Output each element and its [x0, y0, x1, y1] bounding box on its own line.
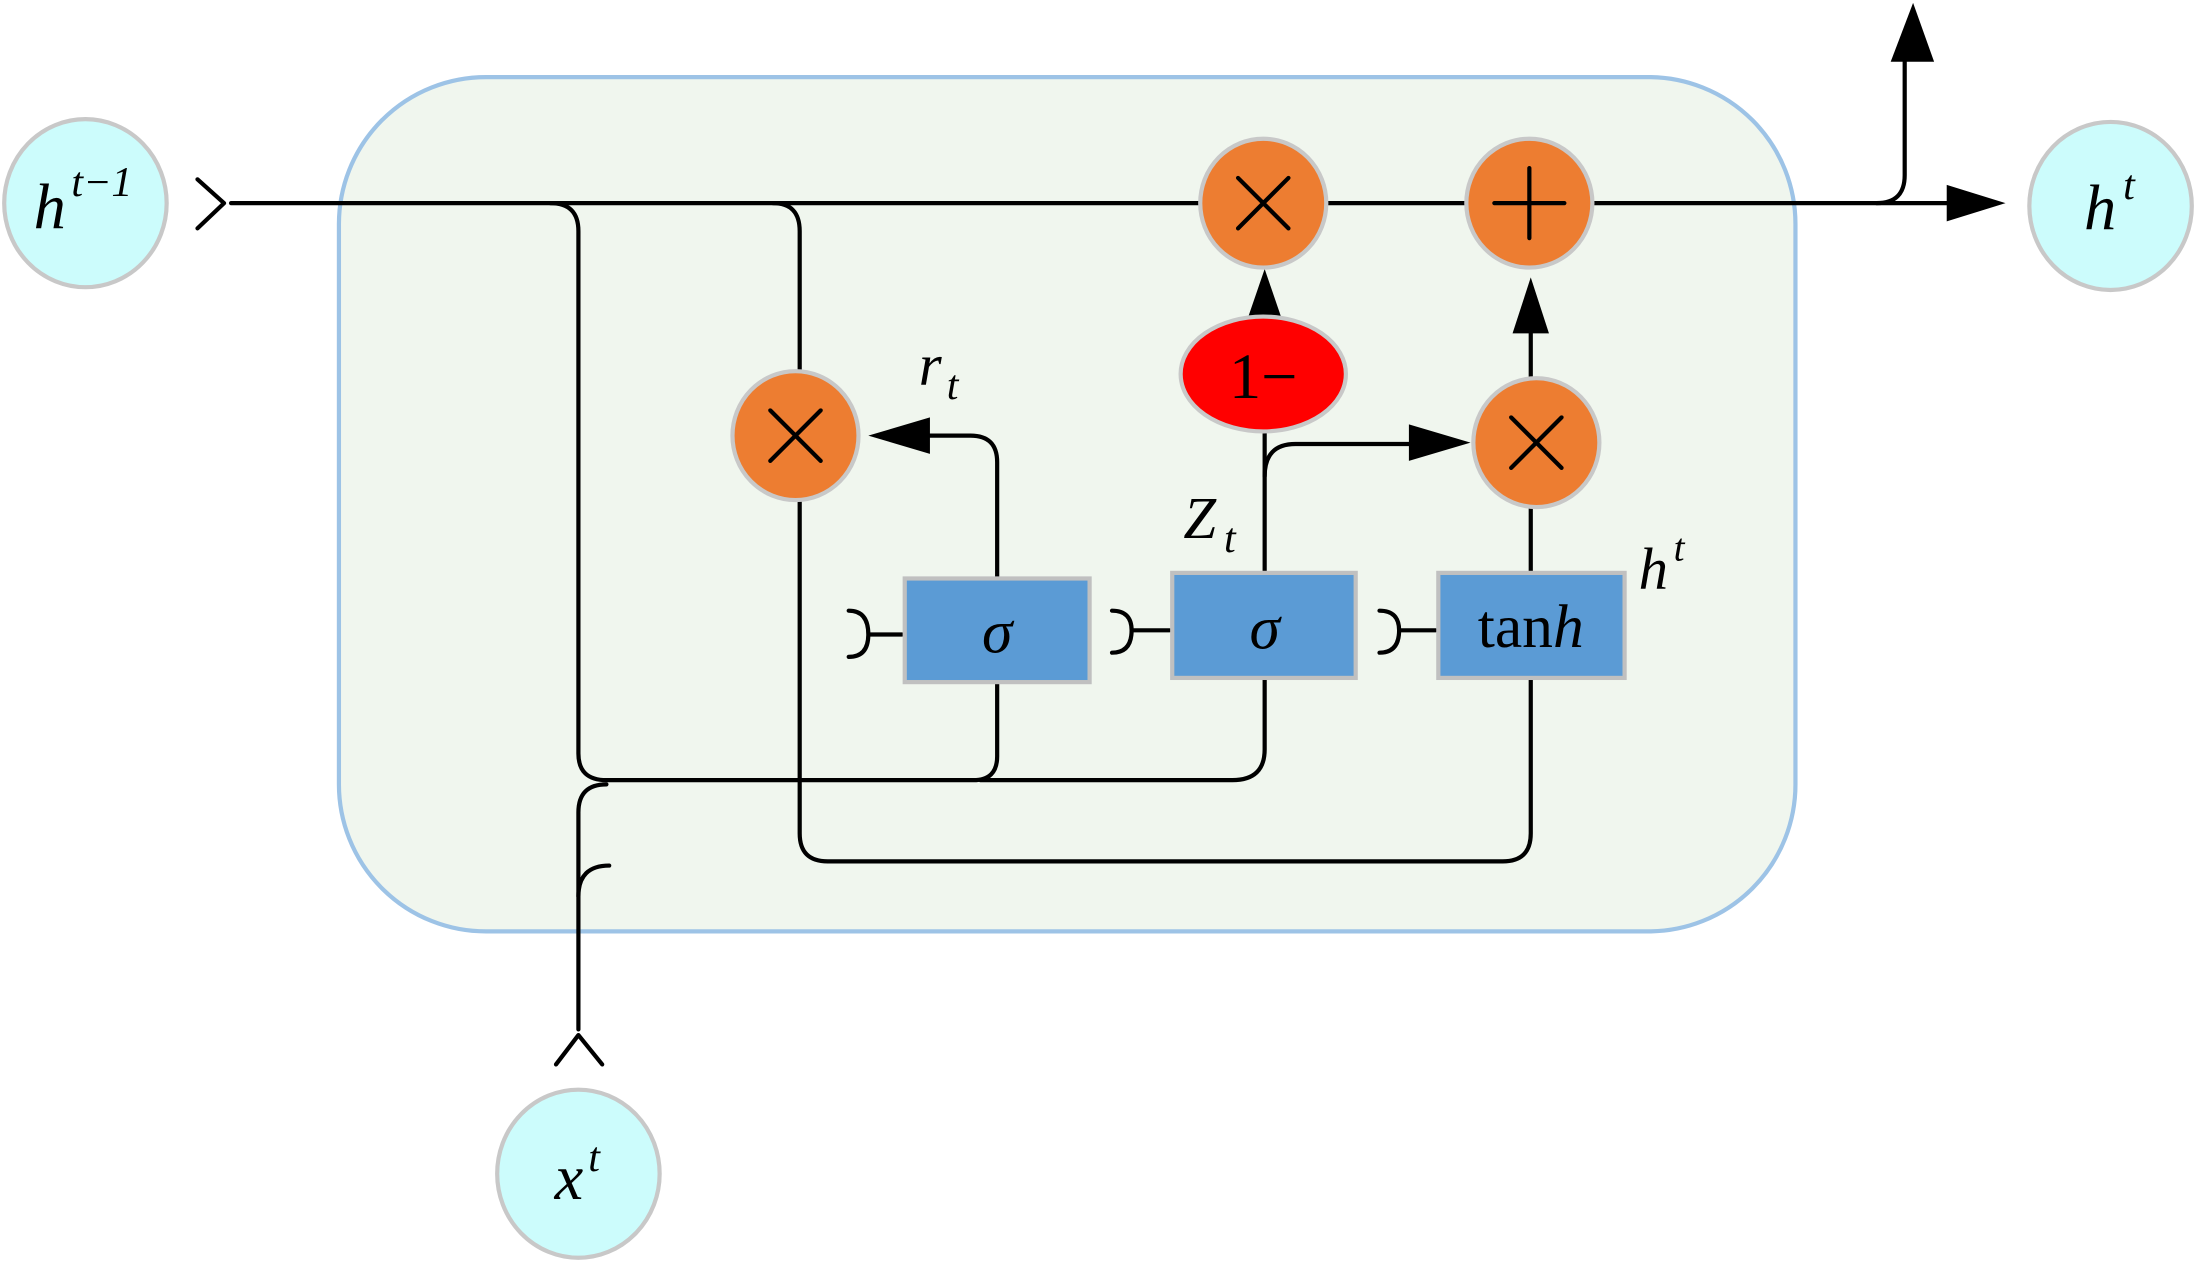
arrow-up-output	[1890, 2, 1935, 62]
svg-text:r: r	[919, 333, 943, 398]
input-chevron-h	[195, 177, 227, 231]
arrow-to-add	[1512, 277, 1549, 334]
svg-text:t: t	[1224, 516, 1237, 562]
node-x-in: x t	[495, 1087, 662, 1260]
h-out-sup: t	[2123, 163, 2136, 209]
svg-text:Z: Z	[1183, 486, 1217, 551]
multiply-icon	[1235, 175, 1291, 231]
update-to-mid-multiply	[1262, 441, 1417, 479]
multiply-icon	[1509, 415, 1564, 470]
connections	[195, 2, 2006, 1067]
h-prev-base: h	[34, 171, 66, 242]
multiply-icon	[768, 408, 823, 463]
label-update: Z t	[1183, 486, 1237, 562]
tanh-label: tanh	[1478, 593, 1584, 661]
reset-multiply-to-tanh	[797, 497, 1533, 864]
h-out-base: h	[2084, 173, 2116, 244]
reset-gate-label: σ	[982, 599, 1015, 667]
mid-multiply-operator	[1471, 376, 1602, 510]
hprev-to-reset-multiply	[770, 201, 802, 375]
input-chevron-x	[553, 1032, 605, 1067]
h-prev-sup: t−1	[71, 160, 132, 206]
bracket-update-gate	[1109, 608, 1172, 655]
x-input-line	[576, 782, 609, 1032]
one-minus-label: 1−	[1229, 341, 1298, 412]
arrow-to-mid-multiply	[1408, 424, 1471, 461]
one-minus-operator: 1−	[1178, 314, 1348, 434]
svg-text:t: t	[947, 363, 960, 409]
output-branch-up	[1874, 53, 1907, 206]
svg-text:h: h	[1639, 536, 1668, 601]
arrow-to-top-multiply	[1247, 268, 1282, 318]
arrow-to-reset-multiply	[868, 417, 930, 454]
label-reset: r t	[919, 333, 960, 409]
plus-icon	[1492, 166, 1567, 241]
x-in-base: x	[554, 1142, 584, 1213]
top-multiply-operator	[1198, 136, 1329, 270]
hprev-to-gates	[548, 201, 1000, 783]
reset-gate-output	[922, 433, 1000, 581]
update-gate-label: σ	[1249, 595, 1282, 663]
x-in-sup: t	[588, 1135, 601, 1181]
update-gate-box: σ	[1170, 570, 1358, 681]
node-h-out: h t	[2027, 119, 2194, 293]
reset-multiply-operator	[730, 369, 861, 503]
add-operator	[1464, 136, 1595, 270]
arrow-to-output	[1946, 184, 2006, 222]
to-update-gate	[978, 677, 1267, 783]
svg-text:t: t	[1674, 526, 1686, 569]
tanh-box: tanh	[1436, 570, 1627, 681]
x-input-branch	[576, 863, 612, 899]
node-h-prev: h t−1	[2, 117, 169, 290]
bracket-tanh	[1377, 608, 1438, 655]
reset-gate-box: σ	[902, 576, 1092, 685]
label-candidate: h t	[1639, 526, 1686, 601]
bracket-reset-gate	[846, 608, 905, 660]
gru-cell-container	[336, 74, 1798, 934]
